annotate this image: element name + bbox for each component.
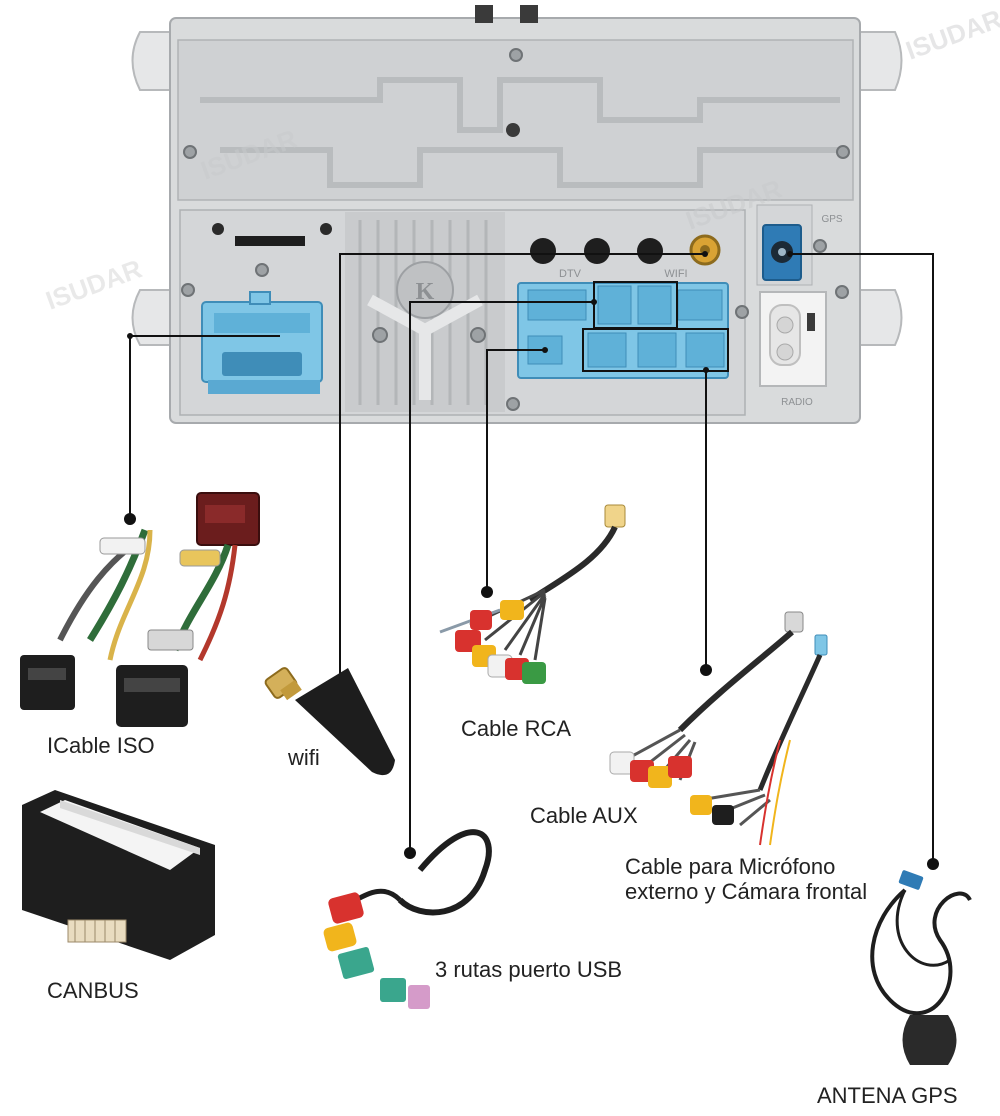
leader-wifi [339, 253, 705, 680]
label-aux-cable: Cable AUX [530, 803, 638, 828]
watermark-4: ISUDAR [42, 253, 146, 315]
dtv-mark: DTV [559, 268, 582, 280]
wifi-port [689, 234, 721, 266]
label-mic-camera-cable-line2: externo y Cámara frontal [625, 879, 868, 904]
gps-mark: GPS [821, 214, 842, 225]
rca-cable [439, 504, 626, 684]
label-rca-cable: Cable RCA [461, 716, 572, 741]
aux-connector-block [517, 281, 729, 379]
iso-connector [201, 291, 323, 394]
label-wifi: wifi [288, 745, 320, 770]
logo-mark: K [416, 279, 435, 305]
iso-harness [20, 492, 260, 727]
leader-gps [790, 253, 934, 862]
label-iso-cable: ICable ISO [47, 733, 155, 758]
wifi-mark: WIFI [664, 268, 687, 280]
head-unit-rear: K DTV WIFI [131, 5, 903, 424]
radio-port: RADIO [759, 291, 827, 408]
wifi-antenna [264, 667, 395, 776]
leader-lines [129, 253, 934, 862]
canbus-box [22, 790, 215, 960]
label-mic-camera-cable-line1: Cable para Micrófono [625, 854, 836, 879]
leader-rca [486, 349, 545, 590]
aux-cable [609, 611, 828, 846]
leader-usb [409, 301, 594, 852]
watermark-3: ISUDAR [902, 3, 1000, 65]
label-gps-antenna: ANTENA GPS [817, 1083, 958, 1108]
radio-mark: RADIO [781, 397, 813, 408]
heat-sink: K [345, 212, 505, 412]
gps-port: GPS [756, 204, 843, 286]
label-canbus: CANBUS [47, 978, 139, 1003]
gps-antenna [870, 870, 972, 1065]
label-usb-cable: 3 rutas puerto USB [435, 957, 623, 982]
usb-cable [323, 829, 492, 1009]
